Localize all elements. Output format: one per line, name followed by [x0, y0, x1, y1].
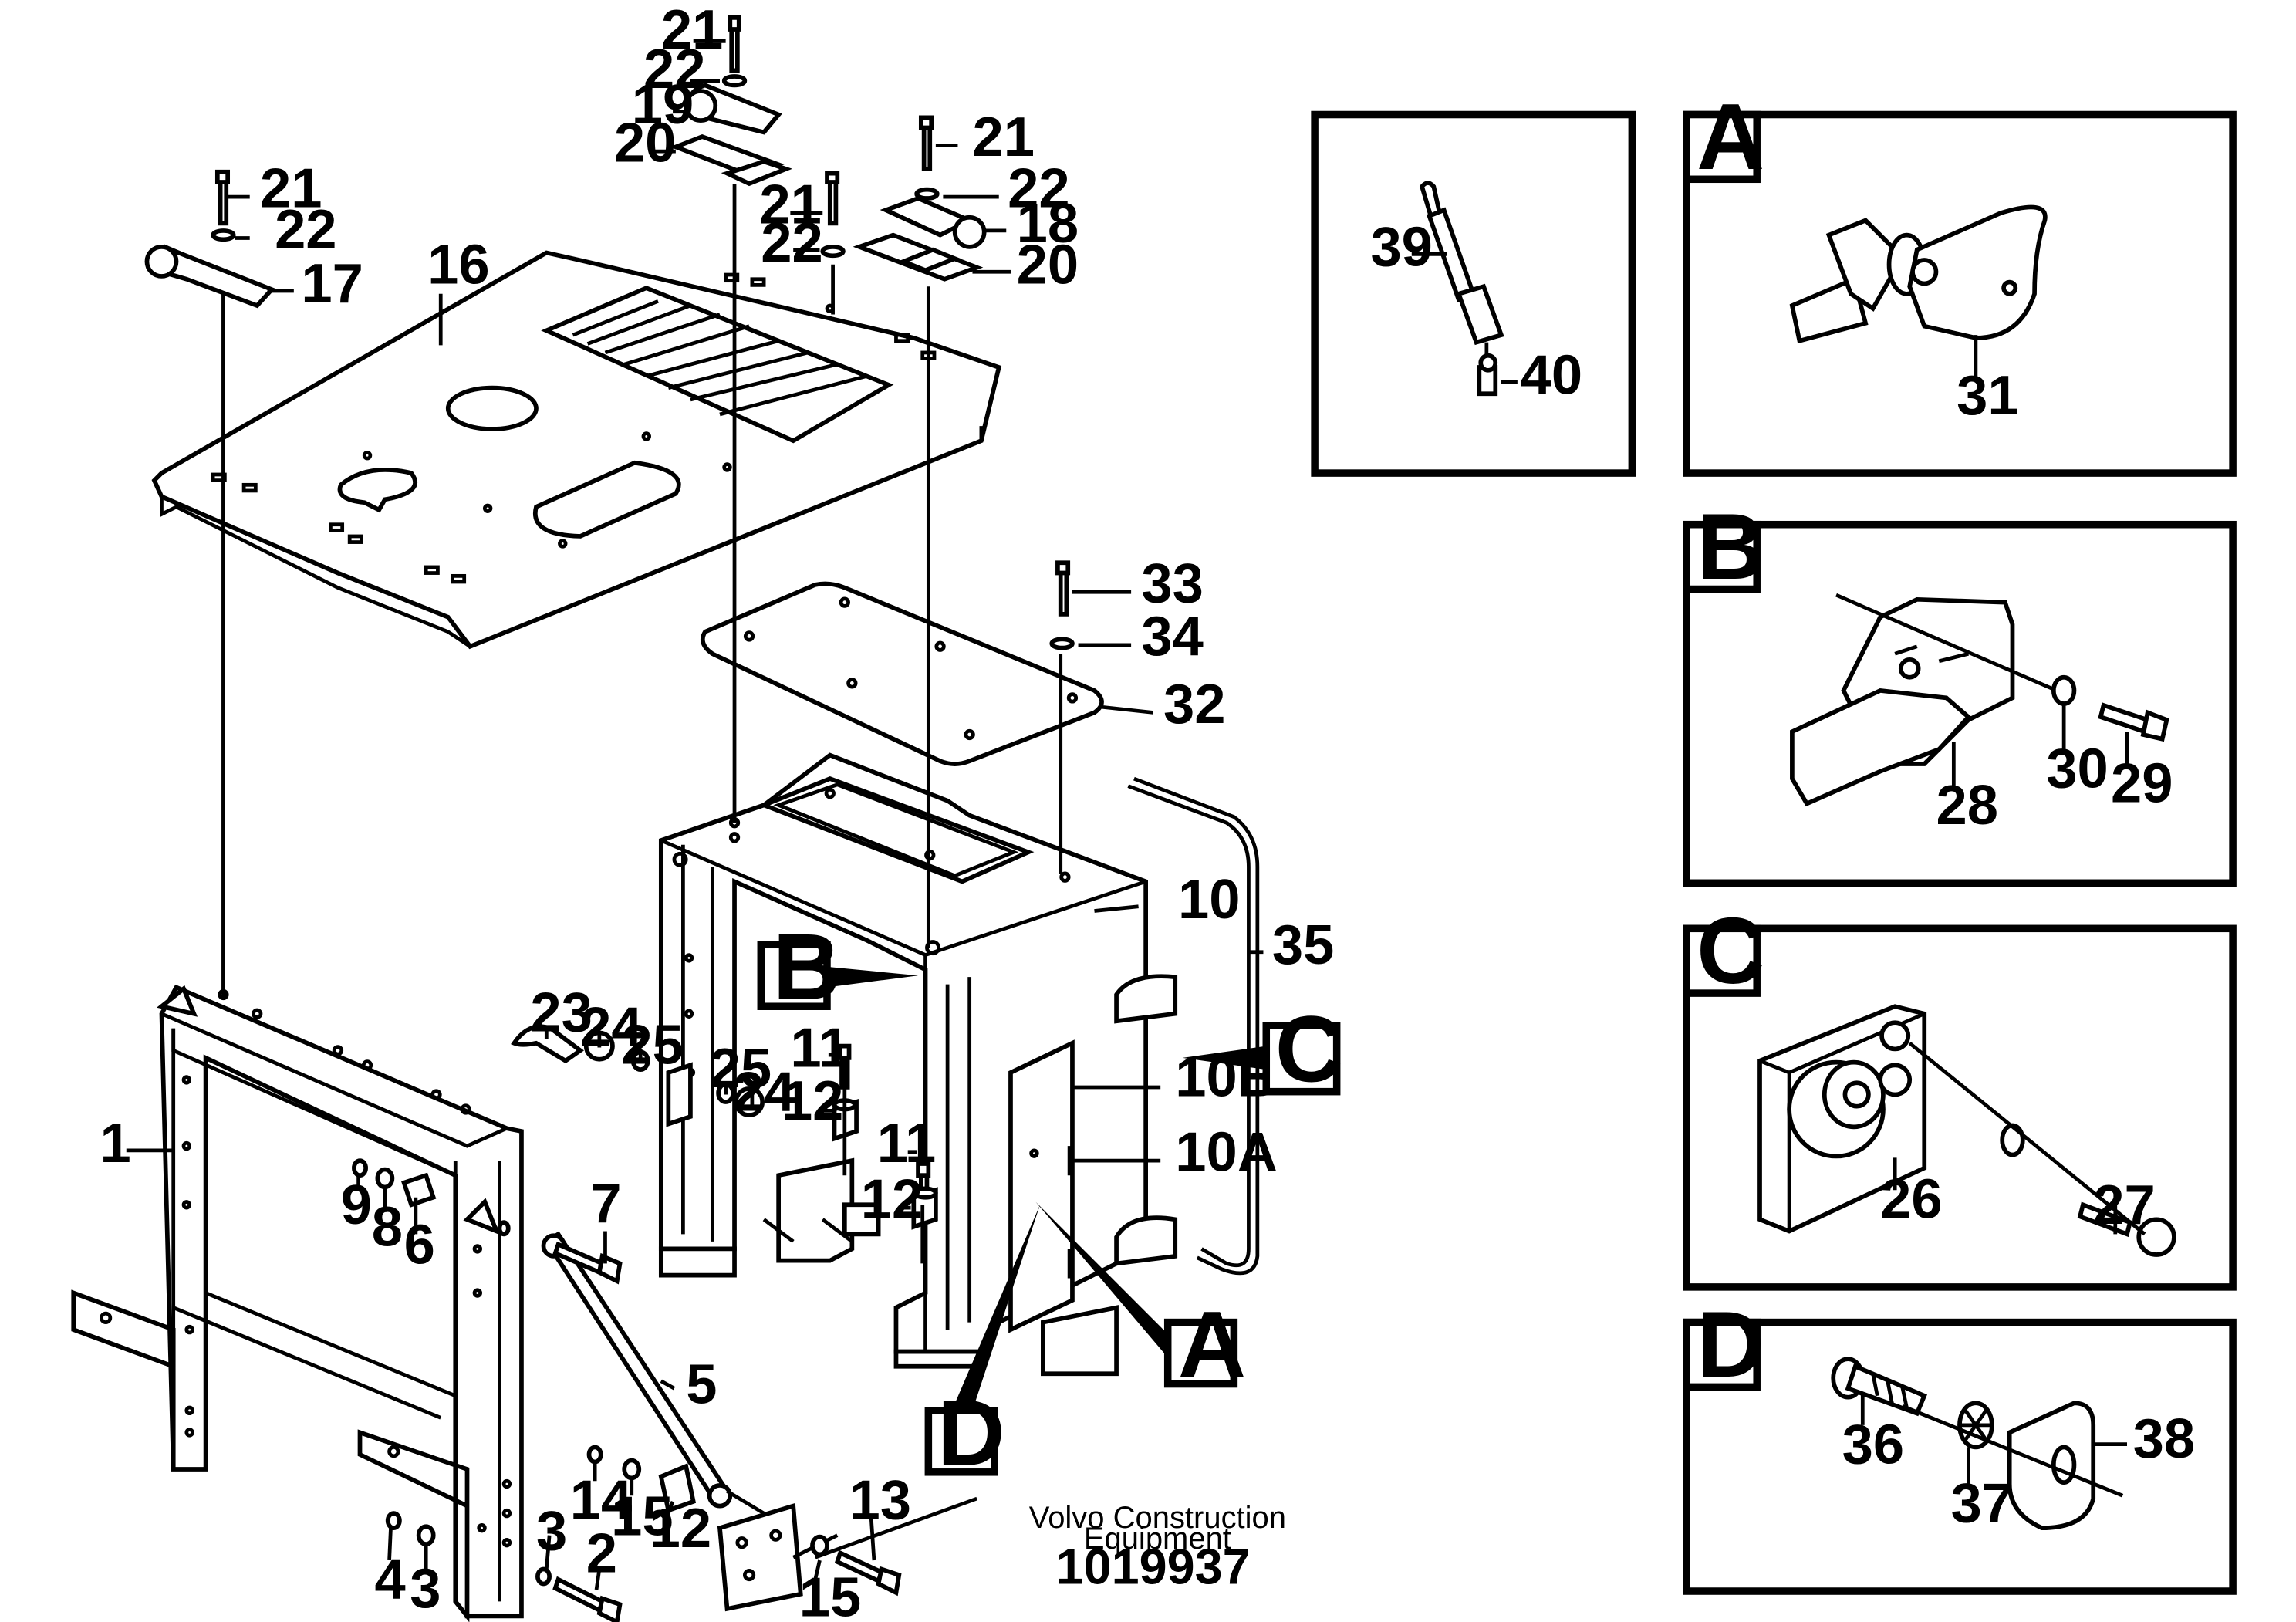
callout-11: 11: [790, 1017, 849, 1079]
svg-text:D: D: [1697, 1292, 1764, 1397]
callout-12: 12: [650, 1498, 711, 1559]
callout-leaders: [126, 39, 1264, 1590]
callout-21: 21: [260, 157, 322, 219]
svg-text:A: A: [1697, 84, 1764, 189]
callout-33: 33: [1141, 553, 1203, 615]
callout-11: 11: [877, 1113, 936, 1174]
callout-31: 31: [1957, 365, 2018, 427]
callout-30: 30: [2046, 738, 2108, 800]
callout-3: 3: [410, 1558, 441, 1620]
callout-9: 9: [341, 1174, 372, 1236]
callout-22: 22: [761, 212, 822, 274]
detail-tag-c: C: [1182, 996, 1343, 1101]
detail-panel-d: D 36 37 38: [1683, 1292, 2237, 1595]
stay-5: [541, 1231, 977, 1612]
callout-35: 35: [1272, 914, 1334, 976]
callout-36: 36: [1842, 1414, 1904, 1475]
callout-23: 23: [530, 982, 592, 1044]
callout-22: 22: [1008, 157, 1069, 219]
callout-2: 2: [586, 1522, 617, 1584]
callout-29: 29: [2111, 753, 2173, 815]
svg-text:B: B: [773, 914, 841, 1019]
callout-5: 5: [686, 1353, 717, 1415]
callout-21: 21: [759, 174, 821, 235]
callout-24: 24: [733, 1061, 795, 1123]
callout-3: 3: [536, 1501, 567, 1563]
callout-15: 15: [799, 1566, 861, 1622]
callout-10: 10: [1178, 869, 1240, 931]
detail-panel-gas-spring: 39 40: [1311, 110, 1636, 477]
detail-panel-b: B 28 30 29: [1683, 494, 2237, 887]
callout-25: 25: [710, 1038, 772, 1100]
callout-15: 15: [611, 1486, 673, 1548]
callout-17: 17: [301, 253, 363, 315]
housing-10: [658, 752, 1178, 1377]
credit-block: Volvo Construction Equipment 1019937: [1029, 1501, 1286, 1594]
svg-text:A: A: [1178, 1292, 1246, 1397]
callout-22: 22: [643, 39, 705, 100]
svg-text:B: B: [1697, 494, 1764, 599]
callout-12: 12: [782, 1070, 843, 1132]
svg-text:D: D: [937, 1380, 1005, 1485]
callout-21: 21: [972, 106, 1034, 168]
callout-28: 28: [1936, 775, 1997, 836]
callout-8: 8: [372, 1197, 403, 1259]
top-plate-16: [151, 250, 1002, 650]
callout-4: 4: [375, 1549, 406, 1611]
callout-10a: 10A: [1175, 1121, 1278, 1183]
callout-16: 16: [427, 234, 489, 296]
callout-39: 39: [1370, 217, 1432, 279]
callout-18: 18: [1017, 193, 1079, 255]
detail-tag-b: B: [757, 914, 919, 1019]
callout-26: 26: [1880, 1168, 1942, 1230]
detail-panel-a: A 31: [1683, 84, 2237, 477]
callout-22: 22: [275, 199, 336, 261]
callout-21: 21: [661, 0, 723, 61]
callout-12: 12: [861, 1168, 923, 1230]
callout-24: 24: [580, 997, 642, 1059]
callout-32: 32: [1163, 674, 1225, 735]
callout-34: 34: [1141, 606, 1203, 667]
callout-25: 25: [621, 1014, 683, 1076]
callout-19: 19: [632, 74, 694, 136]
callout-20: 20: [1017, 234, 1079, 296]
svg-text:C: C: [1697, 898, 1764, 1003]
callout-14: 14: [570, 1470, 632, 1532]
callout-7: 7: [590, 1173, 621, 1235]
company-name-line1: Volvo Construction: [1029, 1501, 1286, 1535]
callout-1: 1: [100, 1113, 131, 1174]
drawing-number: 1019937: [1056, 1538, 1251, 1594]
callout-13: 13: [849, 1470, 911, 1532]
callout-38: 38: [2133, 1408, 2195, 1470]
callout-27: 27: [2093, 1174, 2155, 1236]
company-name-line2: Equipment: [1084, 1522, 1231, 1556]
frame-1: [71, 984, 524, 1622]
inner-plate-32: [700, 581, 1104, 766]
svg-text:C: C: [1275, 996, 1343, 1101]
callout-40: 40: [1521, 344, 1582, 406]
callout-37: 37: [1951, 1473, 2013, 1535]
detail-tag-a: A: [1035, 1201, 1246, 1397]
callout-20: 20: [614, 112, 676, 174]
detail-panel-c: C 26 27: [1683, 898, 2237, 1291]
callout-6: 6: [404, 1214, 435, 1276]
